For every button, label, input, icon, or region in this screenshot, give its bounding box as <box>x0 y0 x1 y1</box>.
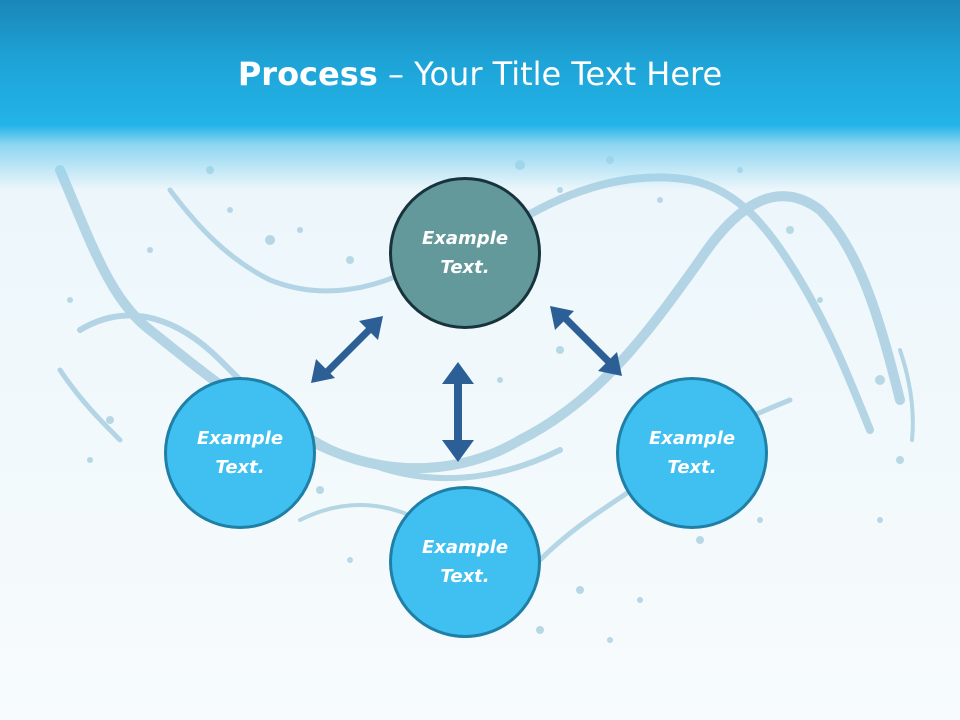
node-right: Example Text. <box>616 377 768 529</box>
arrow-top-right <box>550 306 622 376</box>
node-bottom-label: Example Text. <box>421 537 509 587</box>
node-top-label: Example Text. <box>421 228 509 278</box>
title-rest: – Your Title Text Here <box>377 55 723 93</box>
node-bottom: Example Text. <box>389 486 541 638</box>
node-left: Example Text. <box>164 377 316 529</box>
node-left-label: Example Text. <box>196 428 284 478</box>
node-right-label: Example Text. <box>648 428 736 478</box>
node-top: Example Text. <box>389 177 541 329</box>
slide-title: Process – Your Title Text Here <box>0 52 960 96</box>
title-bar <box>0 0 960 190</box>
title-bold: Process <box>237 55 378 93</box>
arrow-top-left <box>311 316 383 383</box>
arrow-vertical <box>442 362 474 462</box>
